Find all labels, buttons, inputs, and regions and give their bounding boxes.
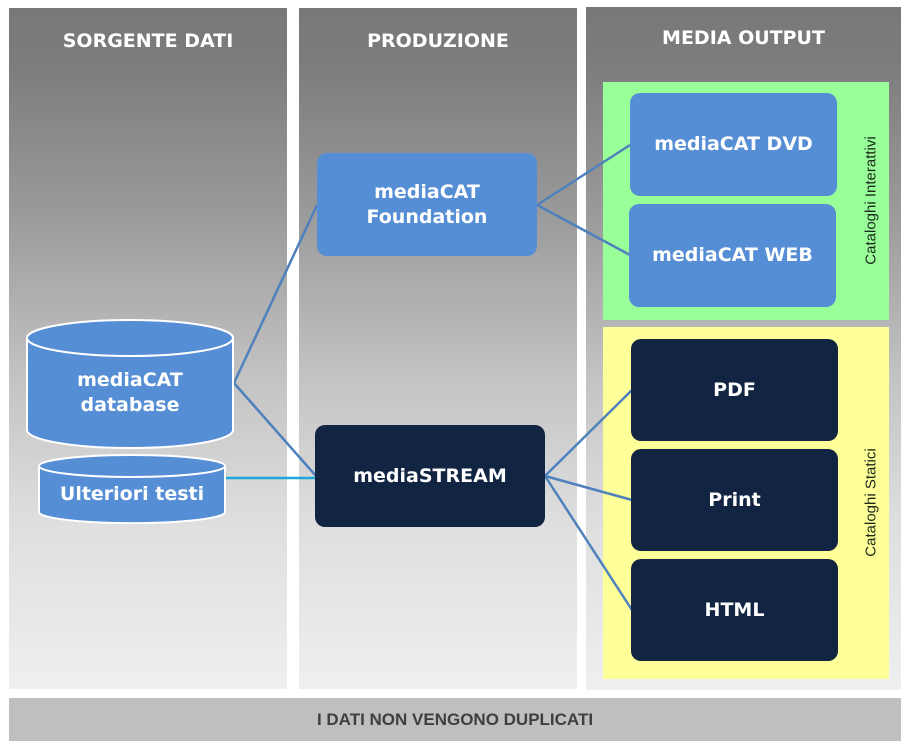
node-foundation-line1: mediaCAT — [374, 180, 480, 203]
group-label-static: Cataloghi Statici — [862, 448, 880, 557]
footer-banner: I DATI NON VENGONO DUPLICATI — [9, 698, 901, 741]
column-source: SORGENTE DATI — [9, 8, 287, 689]
column-title-production: PRODUZIONE — [367, 30, 509, 52]
node-html: HTML — [631, 559, 838, 661]
node-mediacat-web: mediaCAT WEB — [629, 204, 836, 307]
column-production: PRODUZIONE — [299, 8, 577, 689]
node-mediacat-foundation: mediaCAT Foundation — [317, 153, 537, 256]
node-print: Print — [631, 449, 838, 551]
footer-text: I DATI NON VENGONO DUPLICATI — [316, 709, 594, 729]
column-title-output: MEDIA OUTPUT — [662, 27, 825, 49]
column-title-source: SORGENTE DATI — [62, 30, 234, 52]
node-foundation-line2: Foundation — [366, 205, 488, 228]
node-mediacat-dvd: mediaCAT DVD — [630, 93, 837, 196]
node-extra-texts: Ulteriori testi — [59, 483, 205, 505]
node-mediastream: mediaSTREAM — [315, 425, 545, 527]
node-database-line2: database — [80, 394, 180, 416]
node-database: mediaCAT database — [27, 368, 233, 418]
node-database-line1: mediaCAT — [77, 369, 183, 391]
node-pdf: PDF — [631, 339, 838, 441]
group-label-interactive: Cataloghi Interattivi — [862, 136, 880, 265]
